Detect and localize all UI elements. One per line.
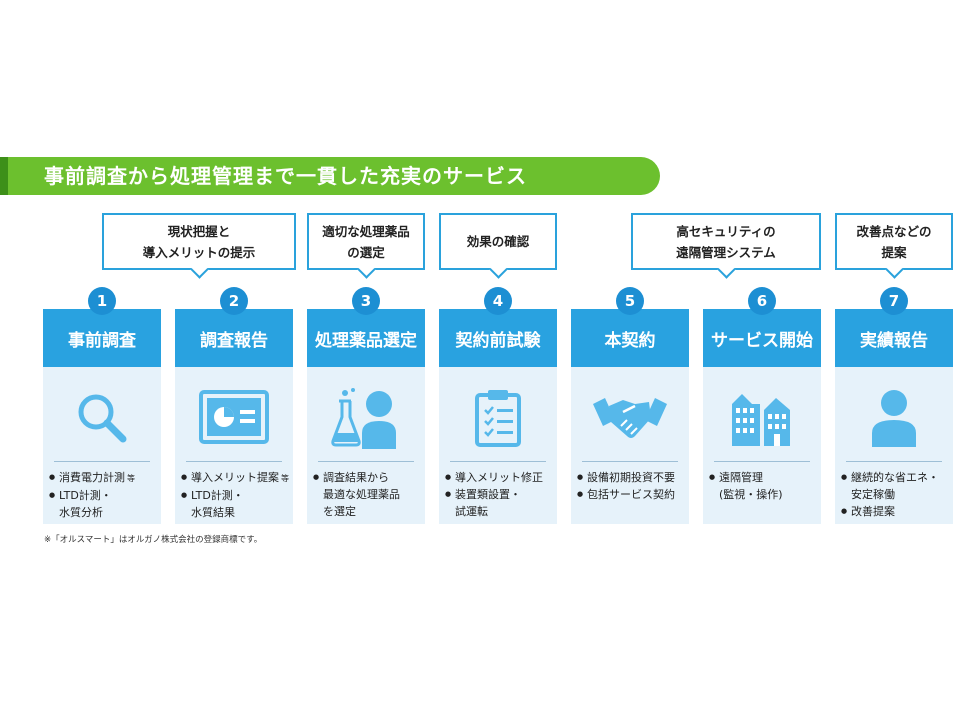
step-number-badge: 5 — [616, 287, 644, 315]
step-bullet-item: 導入メリット修正 — [445, 469, 555, 486]
title-banner: 事前調査から処理管理まで一貫した充実のサービス — [0, 157, 660, 195]
step-bullet-item: 装置類設置・ 試運転 — [445, 486, 555, 520]
step-divider — [186, 461, 282, 462]
step-title: サービス開始 — [703, 309, 821, 367]
title-accent-stripe — [0, 157, 8, 195]
step-bullet-text: 消費電力計測 — [59, 471, 125, 484]
step-bullet-text: 継続的な省エネ・ 安定稼働 — [851, 471, 939, 501]
step-card-2: 調査報告導入メリット提案等 LTD計測・ 水質結果 — [175, 309, 293, 524]
step-number-badge: 1 — [88, 287, 116, 315]
step-title: 処理薬品選定 — [307, 309, 425, 367]
step-title: 契約前試験 — [439, 309, 557, 367]
step-number-badge: 4 — [484, 287, 512, 315]
step-bullet-item: 遠隔管理 (監視・操作) — [709, 469, 819, 503]
magnifier-icon — [43, 381, 161, 455]
step-bullet-item: 設備初期投資不要 — [577, 469, 687, 486]
callout-text: 改善点などの 提案 — [856, 223, 932, 260]
step-bullet-suffix: 等 — [127, 474, 135, 483]
step-divider — [450, 461, 546, 462]
step-title: 事前調査 — [43, 309, 161, 367]
step-card-6: サービス開始遠隔管理 (監視・操作) — [703, 309, 821, 524]
callout-step-6: 高セキュリティの 遠隔管理システム — [631, 213, 821, 279]
step-number-badge: 3 — [352, 287, 380, 315]
step-card-5: 本契約設備初期投資不要包括サービス契約 — [571, 309, 689, 524]
callout-text: 現状把握と 導入メリットの提示 — [142, 223, 256, 260]
callout-step-4: 効果の確認 — [439, 213, 557, 279]
step-bullet-list: 継続的な省エネ・ 安定稼働改善提案 — [841, 469, 951, 520]
step-divider — [318, 461, 414, 462]
step-bullet-list: 導入メリット修正装置類設置・ 試運転 — [445, 469, 555, 520]
page-title: 事前調査から処理管理まで一貫した充実のサービス — [44, 164, 527, 188]
callout-step-7: 改善点などの 提案 — [835, 213, 953, 279]
step-bullet-item: LTD計測・ 水質結果 — [181, 487, 291, 521]
step-card-3: 処理薬品選定調査結果から 最適な処理薬品 を選定 — [307, 309, 425, 524]
step-card-7: 実績報告継続的な省エネ・ 安定稼働改善提案 — [835, 309, 953, 524]
step-divider — [846, 461, 942, 462]
callout-pointer — [357, 260, 376, 279]
step-bullet-text: LTD計測・ 水質分析 — [59, 489, 112, 519]
step-bullet-text: 導入メリット提案 — [191, 471, 279, 484]
step-bullet-item: 改善提案 — [841, 503, 951, 520]
person-icon — [835, 381, 953, 455]
step-bullet-text: 設備初期投資不要 — [587, 471, 675, 484]
step-bullet-list: 調査結果から 最適な処理薬品 を選定 — [313, 469, 423, 520]
callout-pointer — [489, 260, 508, 279]
buildings-icon — [703, 381, 821, 455]
step-bullet-item: 調査結果から 最適な処理薬品 を選定 — [313, 469, 423, 520]
step-bullet-text: LTD計測・ 水質結果 — [191, 489, 244, 519]
step-bullet-item: LTD計測・ 水質分析 — [49, 487, 159, 521]
step-bullet-text: 遠隔管理 (監視・操作) — [719, 471, 783, 501]
step-divider — [54, 461, 150, 462]
step-bullet-text: 包括サービス契約 — [587, 488, 675, 501]
step-card-1: 事前調査消費電力計測等 LTD計測・ 水質分析 — [43, 309, 161, 524]
step-card-4: 契約前試験導入メリット修正装置類設置・ 試運転 — [439, 309, 557, 524]
step-bullet-list: 遠隔管理 (監視・操作) — [709, 469, 819, 503]
step-bullet-text: 導入メリット修正 — [455, 471, 543, 484]
scientist-flask-icon — [307, 381, 425, 455]
callout-step-3: 適切な処理薬品 の選定 — [307, 213, 425, 279]
step-title: 実績報告 — [835, 309, 953, 367]
step-number-badge: 6 — [748, 287, 776, 315]
step-bullet-list: 設備初期投資不要包括サービス契約 — [577, 469, 687, 503]
step-bullet-suffix: 等 — [281, 474, 289, 483]
step-title: 調査報告 — [175, 309, 293, 367]
callout-text: 高セキュリティの 遠隔管理システム — [676, 223, 776, 260]
step-bullet-text: 調査結果から 最適な処理薬品 を選定 — [323, 471, 400, 518]
callout-pointer — [190, 260, 209, 279]
callout-pointer — [717, 260, 736, 279]
footnote: ※「オルスマート」はオルガノ株式会社の登録商標です。 — [44, 535, 263, 545]
step-bullet-item: 継続的な省エネ・ 安定稼働 — [841, 469, 951, 503]
step-number-badge: 2 — [220, 287, 248, 315]
step-bullet-text: 改善提案 — [851, 505, 895, 518]
callout-text: 効果の確認 — [466, 234, 530, 249]
step-divider — [582, 461, 678, 462]
report-chart-icon — [175, 381, 293, 455]
step-bullet-text: 装置類設置・ 試運転 — [455, 488, 521, 518]
callout-text: 適切な処理薬品 の選定 — [322, 223, 410, 260]
step-divider — [714, 461, 810, 462]
step-number-badge: 7 — [880, 287, 908, 315]
step-title: 本契約 — [571, 309, 689, 367]
handshake-icon — [571, 381, 689, 455]
clipboard-checklist-icon — [439, 381, 557, 455]
callout-step-2: 現状把握と 導入メリットの提示 — [102, 213, 296, 279]
step-bullet-item: 包括サービス契約 — [577, 486, 687, 503]
callout-pointer — [885, 260, 904, 279]
